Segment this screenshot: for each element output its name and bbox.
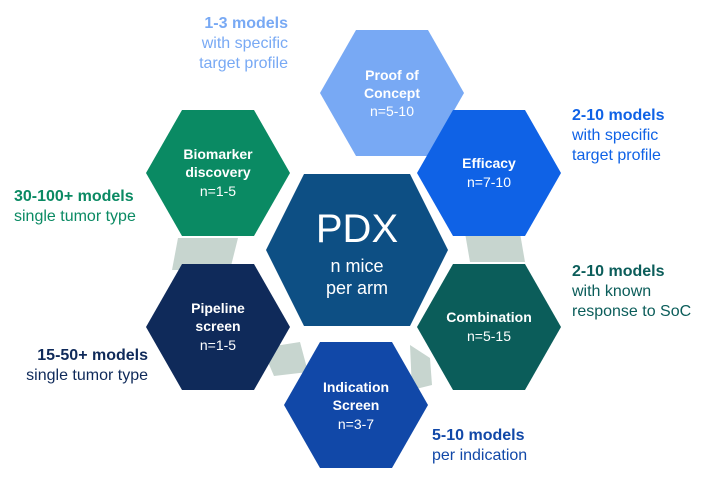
indication-title-line1: Indication <box>323 379 389 395</box>
combination-n: n=5-15 <box>467 328 511 344</box>
pipeline-callout-count: 15-50+ models <box>37 347 148 364</box>
combination-callout: 2-10 models with known response to SoC <box>572 262 710 322</box>
efficacy-callout: 2-10 models with specific target profile <box>572 106 707 166</box>
efficacy-callout-count: 2-10 models <box>572 107 665 124</box>
efficacy-n: n=7-10 <box>467 174 511 190</box>
combination-callout-line2: with known <box>572 283 652 300</box>
pdx-line2: per arm <box>326 278 388 298</box>
biomarker-callout-line2: single tumor type <box>14 208 136 225</box>
combination-callout-line3: response to SoC <box>572 303 692 320</box>
proof-title-line2: Concept <box>364 85 420 101</box>
proof-title-line1: Proof of <box>365 67 419 83</box>
indication-callout-line2: per indication <box>432 447 528 464</box>
connector-biomarker-pipeline <box>172 238 238 270</box>
proof-callout-line2: with specific <box>201 35 288 52</box>
pipeline-n: n=1-5 <box>200 337 236 353</box>
proof-callout-count: 1-3 models <box>204 15 288 32</box>
indication-title-line2: Screen <box>333 397 380 413</box>
proof-n: n=5-10 <box>370 103 414 119</box>
efficacy-title: Efficacy <box>462 155 516 171</box>
proof-callout-line3: target profile <box>199 55 288 72</box>
combination-callout-count: 2-10 models <box>572 263 665 280</box>
pdx-center-hex <box>266 174 448 326</box>
connector-combination-indication <box>410 345 432 390</box>
biomarker-callout-count: 30-100+ models <box>14 188 134 205</box>
pipeline-title-line2: screen <box>195 318 240 334</box>
proof-of-concept-hex <box>320 30 464 156</box>
combination-title: Combination <box>446 309 532 325</box>
efficacy-callout-line3: target profile <box>572 147 661 164</box>
biomarker-n: n=1-5 <box>200 183 236 199</box>
efficacy-callout-line2: with specific <box>572 127 659 144</box>
biomarker-discovery-hex <box>146 110 290 236</box>
pdx-line1: n mice <box>330 256 383 276</box>
pipeline-callout-line2: single tumor type <box>26 367 148 384</box>
connector-efficacy-combination <box>465 233 525 262</box>
pipeline-callout: 15-50+ models single tumor type <box>8 346 148 386</box>
pipeline-screen-hex <box>146 264 290 390</box>
pipeline-title-line1: Pipeline <box>191 300 245 316</box>
indication-callout: 5-10 models per indication <box>432 426 557 466</box>
indication-n: n=3-7 <box>338 416 374 432</box>
proof-callout: 1-3 models with specific target profile <box>150 14 288 74</box>
biomarker-title-line1: Biomarker <box>183 146 253 162</box>
indication-screen-hex <box>284 342 428 468</box>
biomarker-title-line2: discovery <box>185 164 251 180</box>
indication-callout-count: 5-10 models <box>432 427 525 444</box>
efficacy-hex <box>417 110 561 236</box>
pdx-title: PDX <box>316 207 398 251</box>
combination-hex <box>417 264 561 390</box>
biomarker-callout: 30-100+ models single tumor type <box>14 187 152 227</box>
